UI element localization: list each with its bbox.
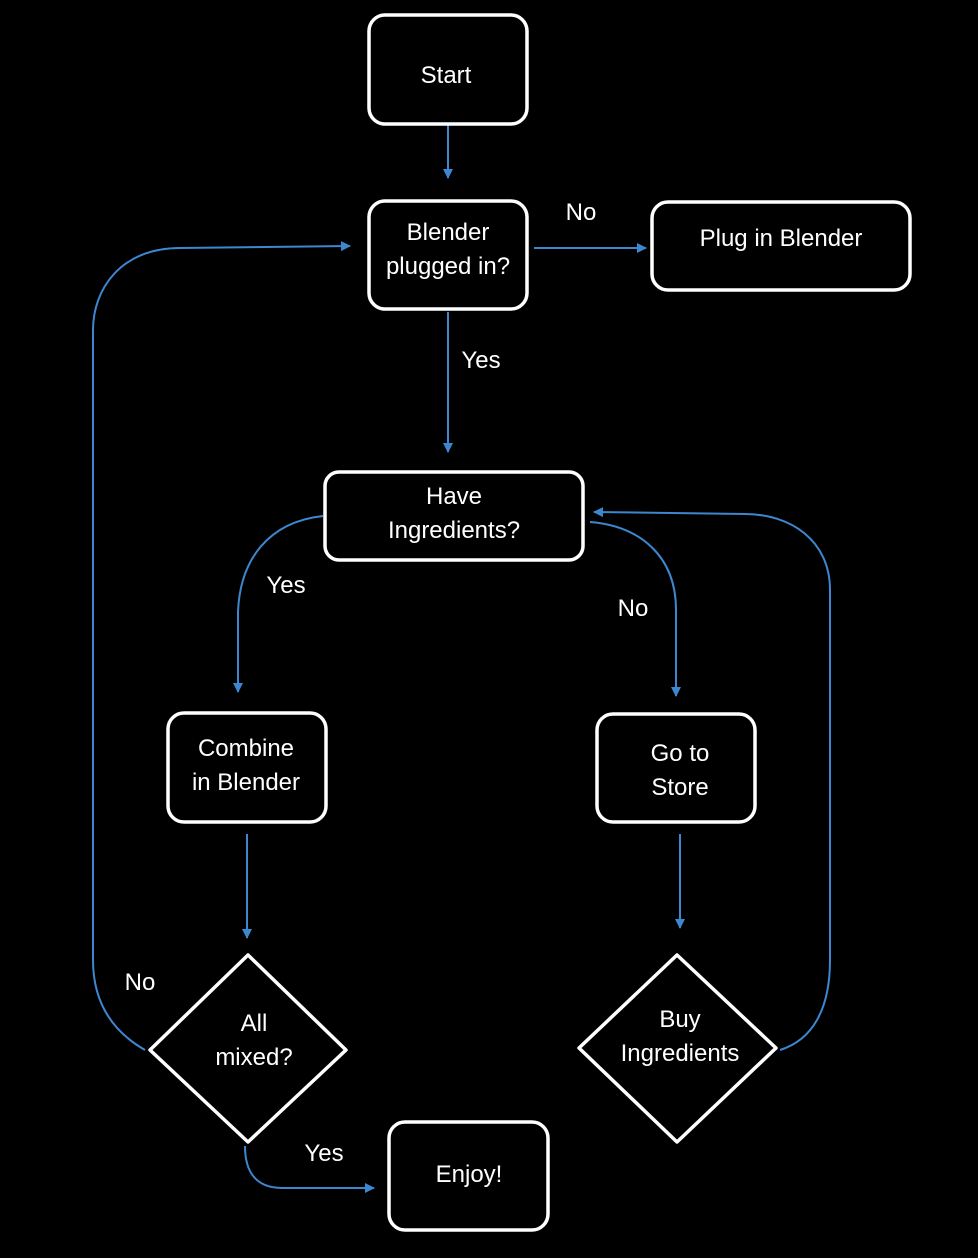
edge-mixed-yes	[244, 1145, 375, 1193]
node-buy-line2: Ingredients	[621, 1040, 740, 1067]
node-enjoy-text: Enjoy!	[436, 1161, 503, 1188]
node-have-ingredients-line2: Ingredients?	[388, 517, 520, 544]
label-ingredients-no: No	[618, 595, 649, 622]
node-blender-plugged-line1: Blender	[407, 219, 490, 246]
node-plug-in-blender: Plug in Blender	[650, 200, 912, 292]
node-go-store-line1: Go to	[651, 740, 710, 767]
node-buy-line1: Buy	[659, 1006, 700, 1033]
label-plugged-yes: Yes	[461, 347, 500, 374]
label-ingredients-yes: Yes	[266, 572, 305, 599]
node-buy-ingredients: Buy Ingredients	[577, 953, 778, 1144]
node-blender-plugged: Blender plugged in?	[367, 199, 529, 311]
label-plugged-no: No	[566, 199, 597, 226]
edge-ingredients-yes	[233, 515, 324, 693]
node-combine-line2: in Blender	[192, 769, 300, 796]
node-plug-in-text: Plug in Blender	[700, 225, 863, 252]
node-go-store-line2: Store	[651, 774, 708, 801]
edge-mixed-no-loop-back	[92, 241, 351, 1051]
node-enjoy: Enjoy!	[387, 1120, 550, 1232]
node-all-mixed-line1: All	[241, 1010, 268, 1037]
node-all-mixed: All mixed?	[148, 953, 348, 1144]
node-start: Start	[367, 13, 529, 126]
label-mixed-yes: Yes	[304, 1140, 343, 1167]
node-go-to-store: Go to Store	[595, 712, 757, 824]
node-start-text: Start	[421, 62, 472, 89]
edge-ingredients-no	[589, 521, 681, 697]
edge-buy-loop-back	[593, 507, 831, 1051]
node-all-mixed-line2: mixed?	[215, 1044, 292, 1071]
node-combine-line1: Combine	[198, 735, 294, 762]
label-mixed-no: No	[125, 969, 156, 996]
node-combine: Combine in Blender	[166, 711, 328, 824]
node-have-ingredients-line1: Have	[426, 483, 482, 510]
node-have-ingredients: Have Ingredients?	[323, 470, 585, 562]
node-blender-plugged-line2: plugged in?	[386, 253, 510, 280]
